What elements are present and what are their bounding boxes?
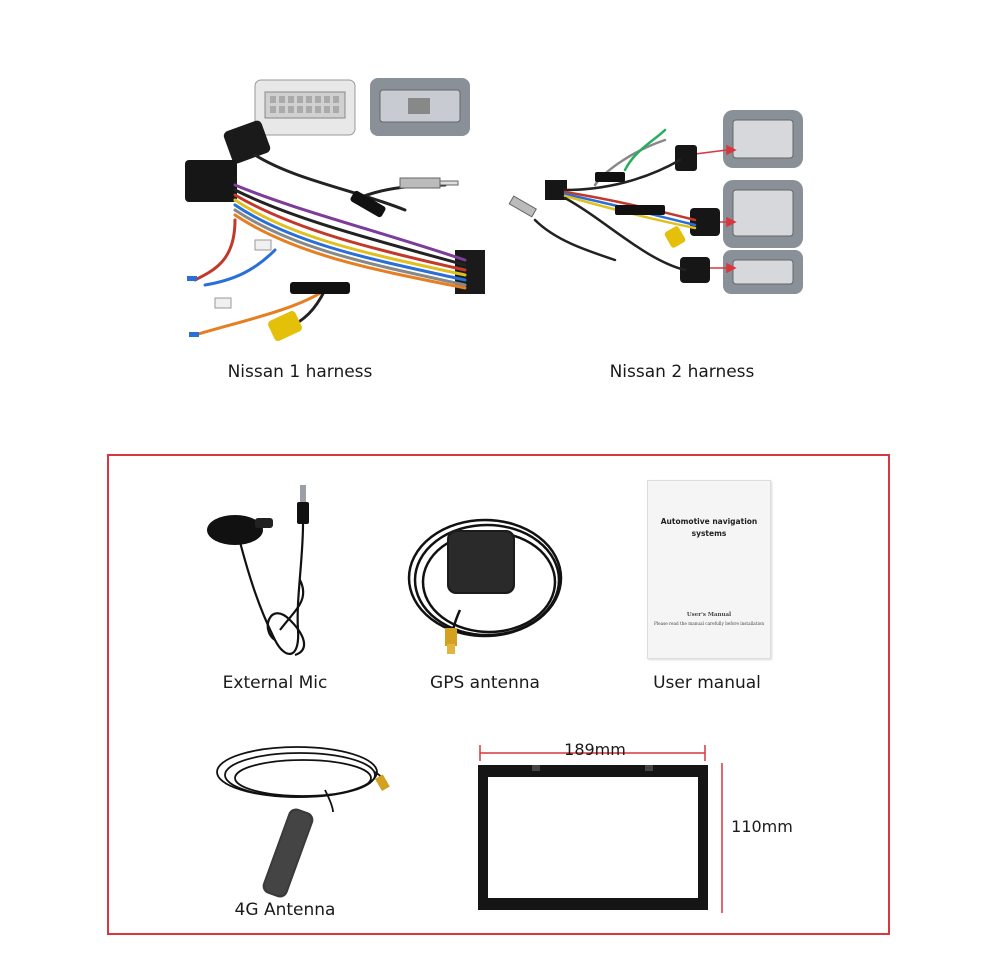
manual-cover-subtitle: User's Manual: [686, 612, 732, 618]
frame-height-label: 110mm: [731, 817, 793, 836]
manual-cover-title-1: Automotive navigation: [660, 517, 758, 526]
user-manual-caption: User manual: [653, 673, 761, 693]
gps-antenna-caption: GPS antenna: [430, 673, 540, 693]
mounting-frame-image: [478, 745, 723, 913]
nissan-1-harness-caption: Nissan 1 harness: [227, 362, 373, 382]
4g-antenna-caption: 4G Antenna: [234, 900, 336, 920]
nissan-2-harness-caption: Nissan 2 harness: [609, 362, 755, 382]
4g-antenna-image: [216, 746, 390, 898]
manual-cover-note: Please read the manual carefully before …: [653, 621, 765, 626]
frame-width-label: 189mm: [564, 740, 626, 759]
nissan-2-harness-image: [508, 110, 803, 294]
accessories-box: [107, 454, 890, 935]
manual-cover-title-2: systems: [691, 529, 727, 538]
external-mic-image: [207, 485, 309, 657]
external-mic-caption: External Mic: [222, 673, 328, 693]
nissan-1-harness-image: [185, 78, 485, 341]
gps-antenna-image: [407, 518, 563, 654]
user-manual-image: Automotive navigation systems User's Man…: [647, 480, 771, 659]
